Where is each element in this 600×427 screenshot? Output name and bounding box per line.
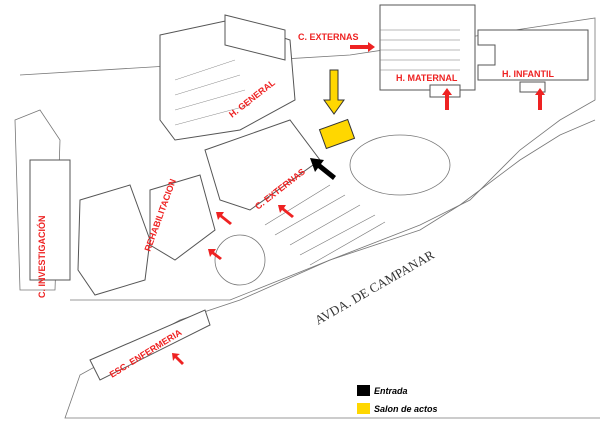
building-rehabilitacion	[149, 174, 216, 261]
legend: Entrada Salon de actos	[357, 385, 438, 414]
entrance-arrows	[172, 42, 545, 365]
building-h-infantil	[477, 29, 589, 93]
entrada-arrow-icon	[310, 158, 336, 180]
building-esc-enfermeria	[89, 309, 211, 381]
building-h-general	[159, 14, 296, 141]
building-c-externas	[204, 119, 321, 211]
legend-label-salon: Salon de actos	[374, 404, 438, 414]
label-c-externas-top: C. EXTERNAS	[298, 32, 359, 42]
avenue-label: AVDA. DE CAMPANAR	[312, 247, 437, 328]
label-h-infantil: H. INFANTIL	[502, 69, 554, 79]
salon-de-actos	[318, 118, 356, 150]
label-h-maternal: H. MATERNAL	[396, 73, 458, 83]
legend-swatch-entrada	[357, 385, 370, 396]
legend-label-entrada: Entrada	[374, 386, 408, 396]
legend-swatch-salon	[357, 403, 370, 414]
building-c-investigacion	[29, 159, 71, 281]
building-h-maternal	[379, 4, 476, 98]
label-c-investigacion: C. INVESTIGACIÓN	[36, 215, 47, 298]
parking-area	[264, 184, 386, 266]
salon-arrow-icon	[323, 69, 345, 115]
